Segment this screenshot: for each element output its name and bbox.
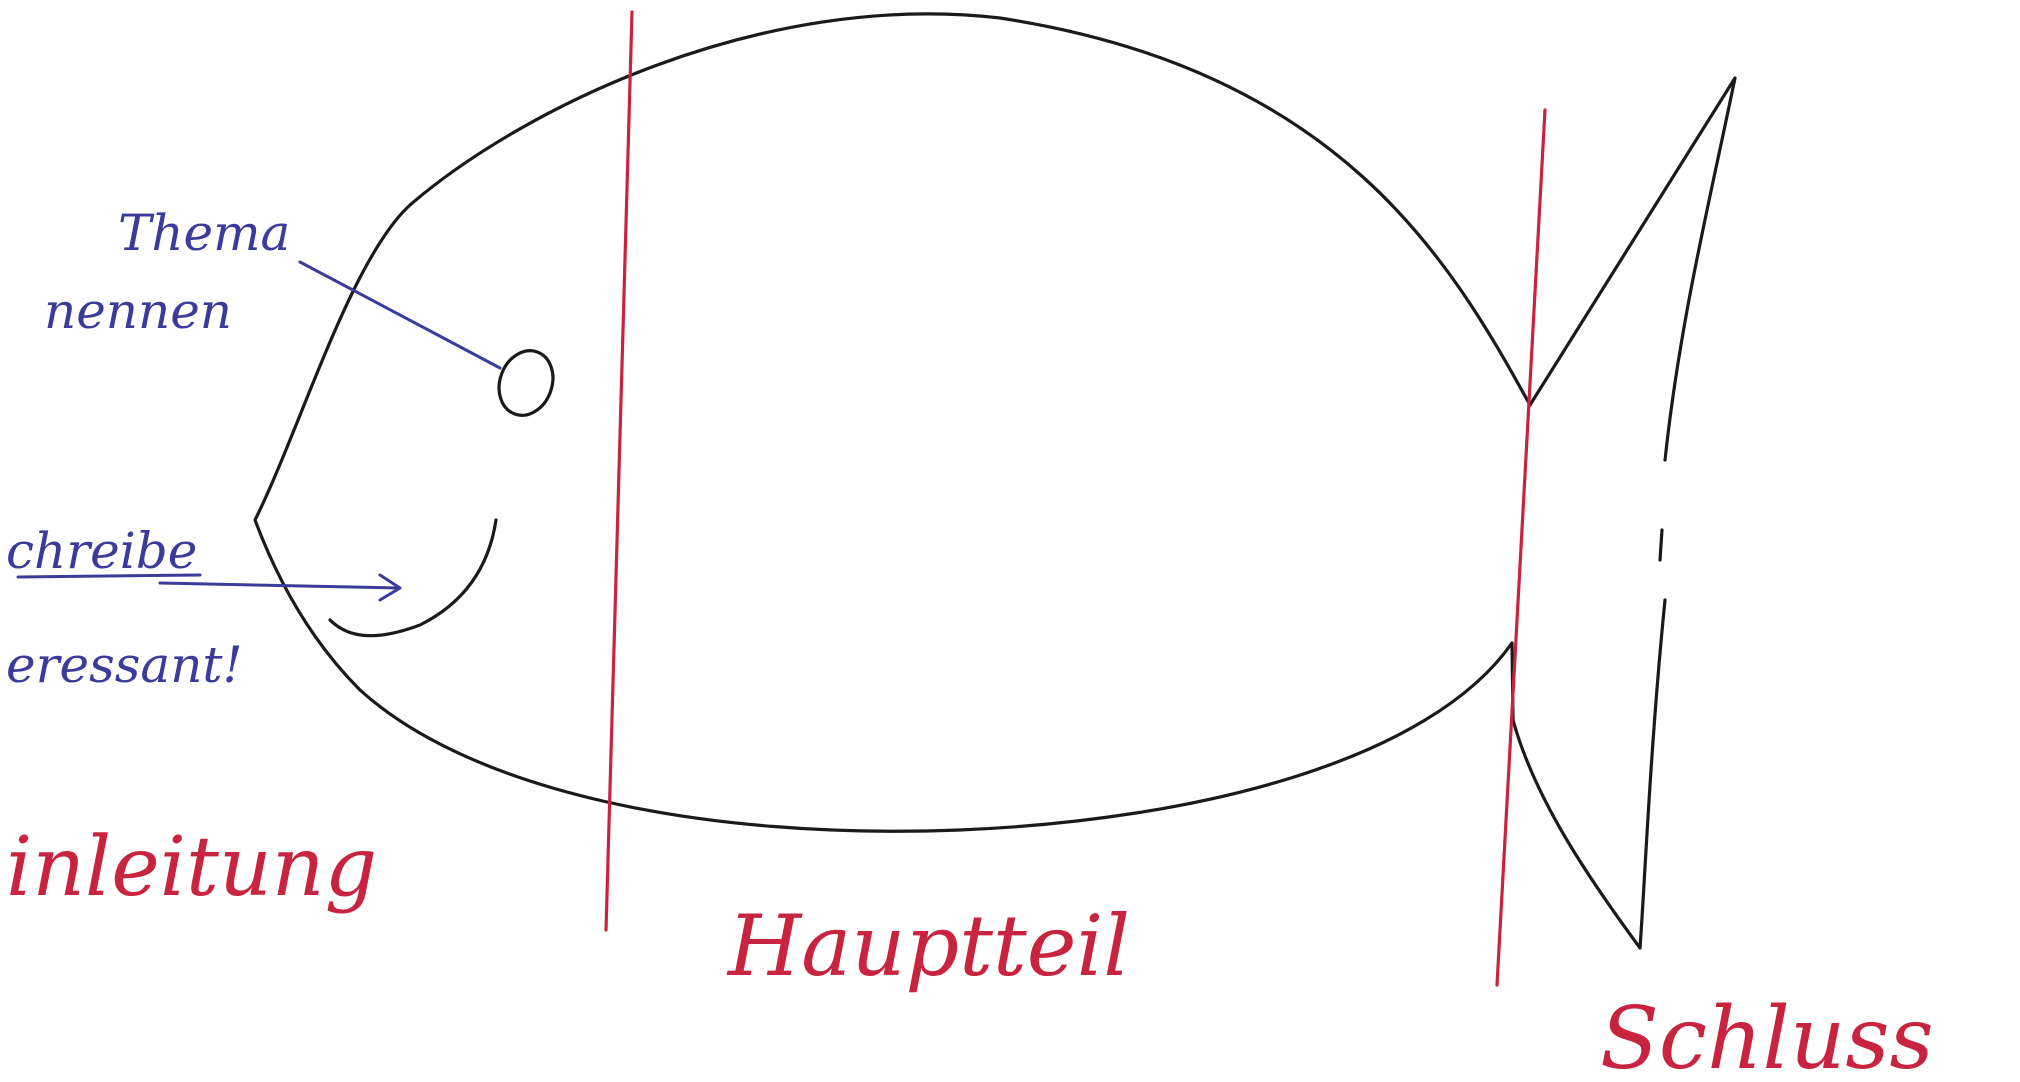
label-interessant: eressant! <box>6 636 243 694</box>
label-hauptteil: Hauptteil <box>726 897 1130 995</box>
fish-tail-fin-gap <box>1660 530 1662 560</box>
label-thema: Thema <box>118 204 290 262</box>
label-nennen: nennen <box>44 282 232 340</box>
label-schreibe: chreibe <box>6 522 197 580</box>
label-einleitung: inleitung <box>6 820 377 915</box>
label-schluss: Schluss <box>1600 989 1934 1082</box>
